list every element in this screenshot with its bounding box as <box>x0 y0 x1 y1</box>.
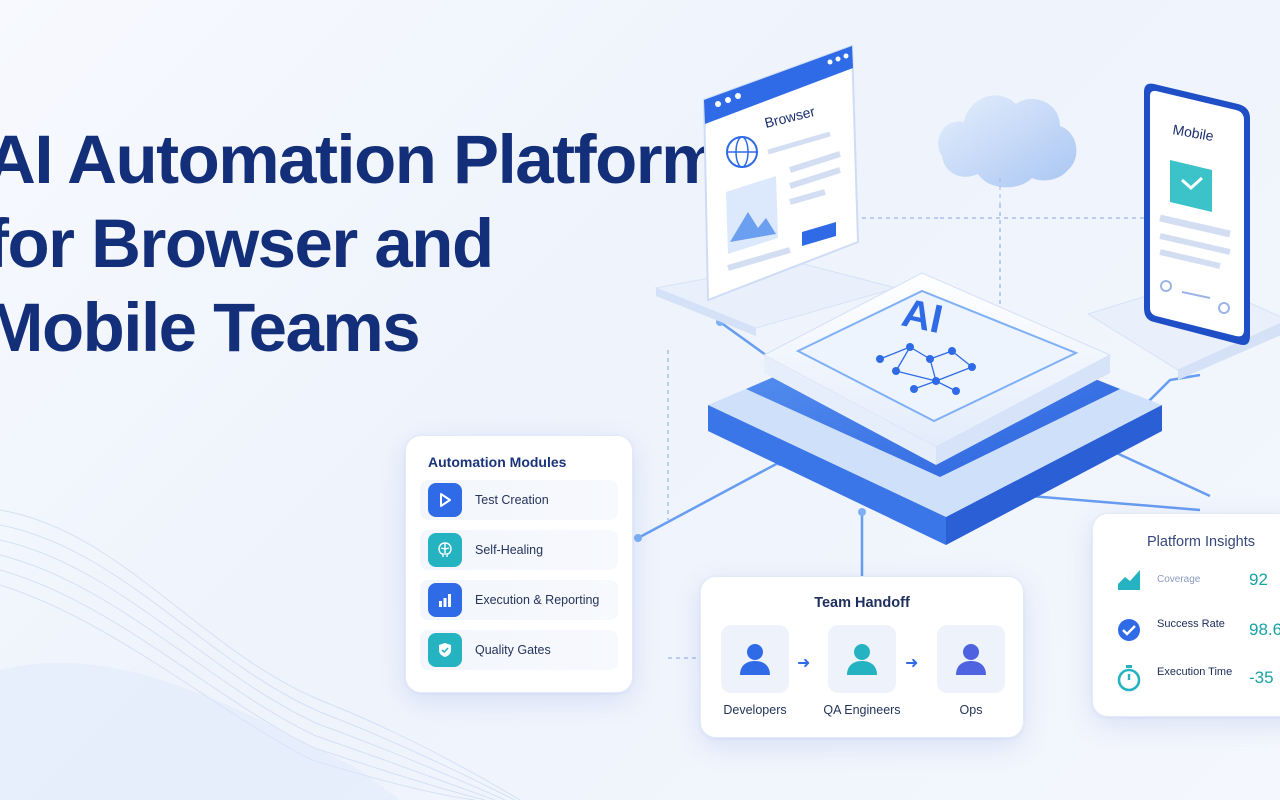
module-test-creation[interactable]: Test Creation <box>420 480 618 520</box>
check-circle-icon <box>1115 616 1143 644</box>
role-qa-engineers[interactable]: QA Engineers <box>823 625 901 717</box>
module-label: Execution & Reporting <box>475 593 600 607</box>
ai-core-platform: AI <box>708 272 1162 545</box>
background-waves <box>0 509 520 800</box>
insight-value: 92 <box>1249 570 1268 589</box>
role-label: Developers <box>723 703 787 717</box>
insight-value: 98.6 <box>1249 620 1280 639</box>
insight-label: Coverage <box>1157 574 1201 585</box>
person-icon <box>740 644 770 675</box>
module-label: Quality Gates <box>475 643 551 657</box>
browser-window: Browser <box>702 44 860 302</box>
brain-icon <box>428 533 462 567</box>
role-label: QA Engineers <box>823 703 901 717</box>
ai-label: AI <box>898 291 946 342</box>
person-icon <box>847 644 877 675</box>
insight-label: Success Rate <box>1157 618 1225 630</box>
handoff-title: Team Handoff <box>814 595 910 611</box>
insight-coverage: Coverage 92 <box>1111 562 1280 602</box>
play-icon <box>428 483 462 517</box>
role-ops[interactable]: Ops <box>937 625 1005 717</box>
headline-line-2: for Browser and <box>0 205 494 282</box>
hero-headline: AI Automation Platform for Browser and M… <box>0 118 722 370</box>
module-quality-gates[interactable]: Quality Gates <box>420 630 618 670</box>
mobile-phone: Mobile <box>1144 83 1250 346</box>
insight-success-rate: Success Rate 98.6 <box>1111 612 1280 652</box>
area-chart-icon <box>1115 566 1143 594</box>
module-label: Self-Healing <box>475 543 544 557</box>
cloud-icon <box>938 95 1077 210</box>
module-label: Test Creation <box>475 493 549 507</box>
modules-title: Automation Modules <box>428 454 567 470</box>
insight-execution-time: Execution Time -35 <box>1111 660 1280 700</box>
automation-modules-card: Automation Modules Test Creation Self-He… <box>405 435 633 693</box>
bar-chart-icon <box>428 583 462 617</box>
headline-line-3: Mobile Teams <box>0 289 421 366</box>
shield-check-icon <box>428 633 462 667</box>
arrow-right-icon: ➜ <box>905 655 919 672</box>
module-self-healing[interactable]: Self-Healing <box>420 530 618 570</box>
headline-line-1: AI Automation Platform <box>0 121 722 198</box>
platform-insights-card: Platform Insights Coverage 92 Success Ra… <box>1092 513 1280 717</box>
team-handoff-card: Team Handoff Developers ➜ QA Engineers ➜… <box>700 576 1024 738</box>
role-developers[interactable]: Developers <box>721 625 789 717</box>
mobile-label: Mobile <box>1171 121 1215 144</box>
arrow-right-icon: ➜ <box>797 655 811 672</box>
insights-title: Platform Insights <box>1147 534 1255 550</box>
person-icon <box>956 644 986 675</box>
insight-value: -35 <box>1249 668 1274 687</box>
role-label: Ops <box>959 703 983 717</box>
insight-label: Execution Time <box>1157 666 1233 678</box>
module-execution-reporting[interactable]: Execution & Reporting <box>420 580 618 620</box>
stopwatch-icon <box>1115 664 1143 692</box>
